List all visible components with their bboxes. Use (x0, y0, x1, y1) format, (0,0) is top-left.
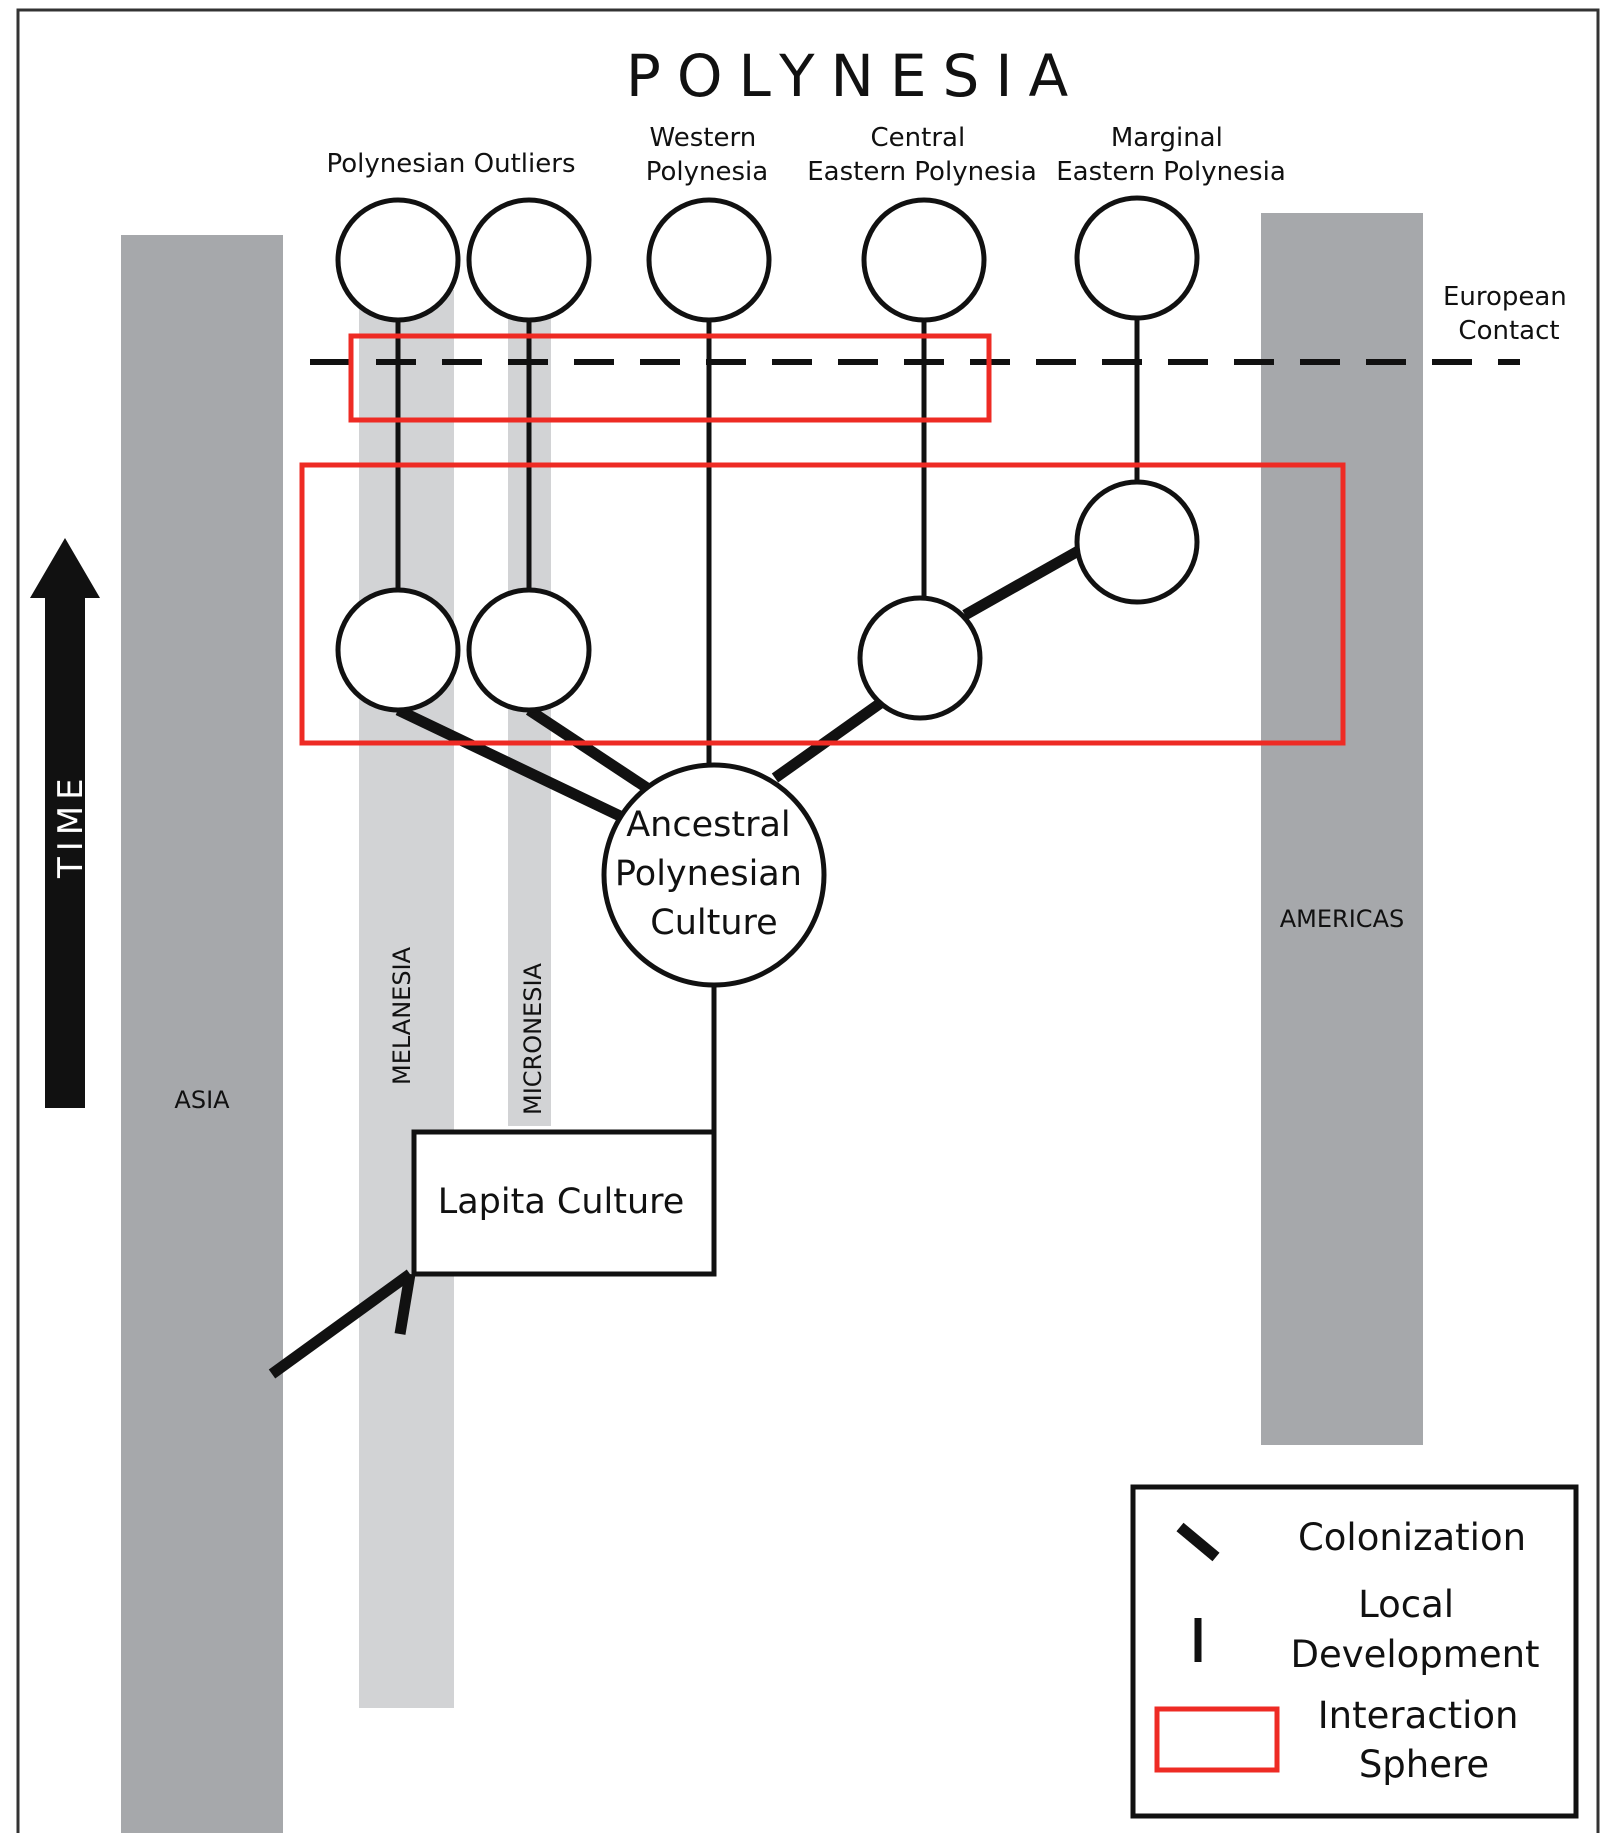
central-eastern-polynesia-node (861, 197, 987, 323)
melanesia-label: MELANESIA (388, 946, 416, 1085)
colonization-legend-symbol (1176, 1522, 1220, 1562)
diagram-title: POLYNESIA (626, 42, 1084, 110)
colonization-line (771, 697, 886, 783)
outlier-founding-node (466, 587, 592, 713)
colonization-line (525, 705, 654, 795)
ancestral-polynesian-culture-label: Ancestral Polynesian Culture (615, 805, 813, 943)
melanesia-band (359, 290, 454, 1708)
heading-polynesian-outliers: Polynesian Outliers (326, 149, 575, 179)
heading-central-eastern-polynesia: Central Eastern Polynesia (807, 123, 1037, 187)
interaction-sphere-founding (299, 462, 1346, 746)
lapita-culture-node (411, 1129, 717, 1277)
legend-colonization-label: Colonization (1298, 1516, 1526, 1559)
legend-box (1130, 1484, 1579, 1819)
time-label: TIME (51, 772, 91, 879)
central-eastern-founding-node (857, 595, 983, 721)
lapita-culture-label: Lapita Culture (438, 1182, 685, 1222)
outer-frame (16, 8, 1600, 1833)
heading-western-polynesia: Western Polynesia (646, 123, 768, 187)
marginal-eastern-polynesia-node (1074, 195, 1200, 321)
colonization-arrow (268, 1269, 416, 1379)
americas-band (1261, 213, 1423, 1445)
colonization-line (395, 705, 623, 821)
micronesia-label: MICRONESIA (519, 962, 547, 1115)
americas-label: AMERICAS (1280, 905, 1404, 933)
asia-label: ASIA (174, 1086, 230, 1114)
interaction-sphere-legend-symbol (1154, 1706, 1280, 1773)
european-contact-label: European Contact (1443, 282, 1575, 346)
legend-interaction-sphere-label: Interaction Sphere (1318, 1694, 1531, 1786)
marginal-eastern-founding-node (1074, 479, 1200, 605)
time-arrow: TIME (30, 538, 100, 1108)
western-polynesia-node (646, 197, 772, 323)
colonization-line (962, 545, 1083, 620)
heading-marginal-eastern-polynesia: Marginal Eastern Polynesia (1056, 123, 1286, 187)
ancestral-polynesian-culture-node (601, 762, 827, 988)
interaction-sphere-contact (348, 333, 992, 423)
outlier-contact-node (335, 197, 461, 323)
legend: Colonization Local Development Interacti… (1130, 1484, 1579, 1819)
outlier-founding-node (335, 587, 461, 713)
asia-band (121, 235, 283, 1833)
outlier-contact-node (466, 197, 592, 323)
legend-local-development-label: Local Development (1290, 1583, 1539, 1676)
